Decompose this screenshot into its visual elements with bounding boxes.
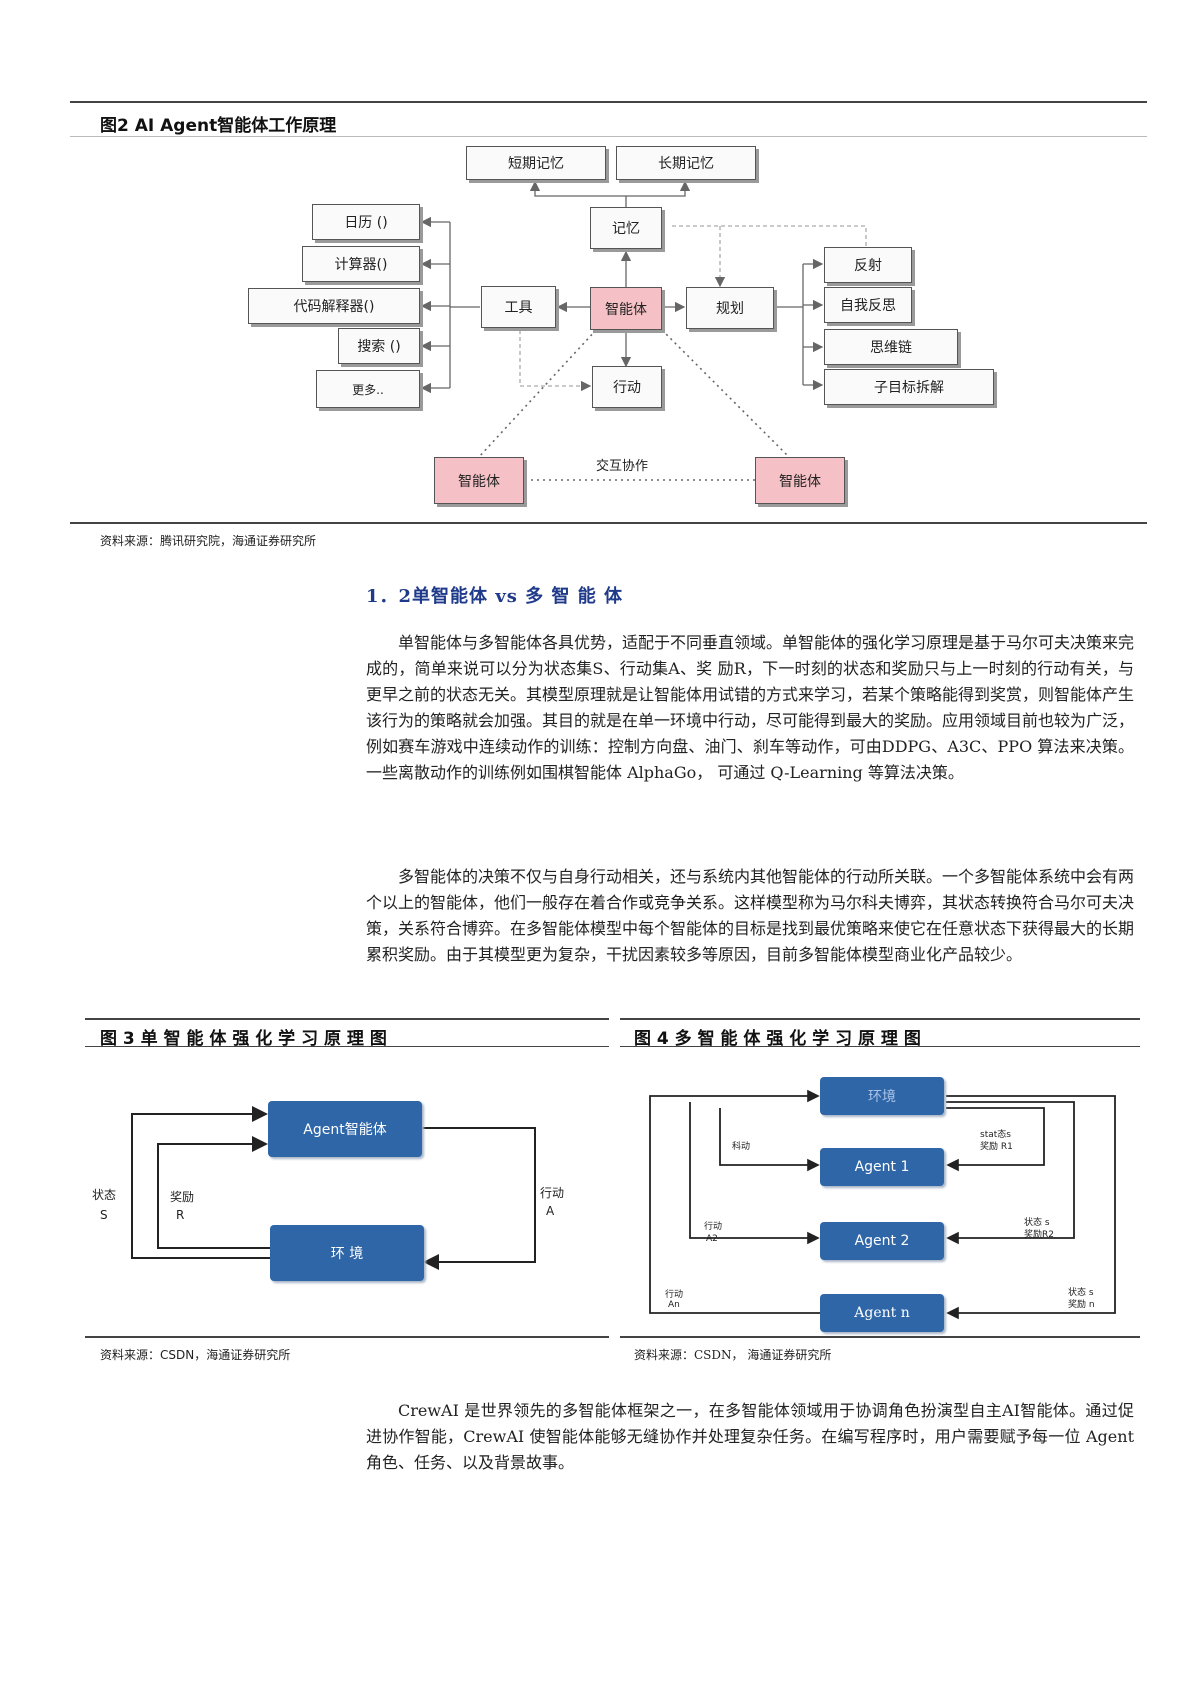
fig3-reward-symbol: R: [176, 1208, 185, 1222]
fig2-bottom-rule: [70, 522, 1147, 524]
calculator-node: 计算器(): [302, 246, 420, 282]
fig4-state1-label: stat态s: [980, 1130, 1011, 1140]
fig3-action-symbol: A: [546, 1204, 555, 1218]
planning-node: 规划: [686, 287, 774, 329]
fig4-title: 图 4 多 智 能 体 强 化 学 习 原 理 图: [634, 1029, 921, 1049]
fig3-state-symbol: S: [100, 1208, 108, 1222]
paragraph-2-text: 多智能体的决策不仅与自身行动相关，还与系统内其他智能体的行动所关联。一个多智能体…: [366, 867, 1135, 964]
section-paragraph-2: 多智能体的决策不仅与自身行动相关，还与系统内其他智能体的行动所关联。一个多智能体…: [366, 864, 1134, 968]
closing-paragraph: CrewAI 是世界领先的多智能体框架之一，在多智能体领域用于协调角色扮演型自主…: [366, 1398, 1134, 1476]
fig2-source: 资料来源：腾讯研究院，海通证券研究所: [100, 534, 317, 548]
agent-right-node: 智能体: [755, 457, 845, 504]
subgoal-node: 子目标拆解: [824, 369, 994, 405]
section-title: 1．2单智能体 vs 多 智 能 体: [366, 586, 623, 607]
fig3-bottom-rule: [85, 1336, 609, 1338]
fig4-title-rule: [620, 1046, 1140, 1047]
fig3-title: 图 3 单 智 能 体 强 化 学 习 原 理 图: [100, 1029, 387, 1049]
code-interpreter-node: 代码解释器(): [248, 288, 420, 324]
action-node: 行动: [592, 366, 662, 408]
fig3-source: 资料来源：CSDN，海通证券研究所: [100, 1348, 291, 1362]
search-node: 搜索 (): [338, 328, 420, 364]
fig3-top-rule: [85, 1018, 609, 1020]
fig3-reward-label: 奖励: [170, 1190, 195, 1204]
agent-center-node: 智能体: [590, 287, 662, 330]
fig3-env-box: 环 境: [270, 1225, 424, 1281]
fig2-top-rule: [70, 101, 1147, 103]
fig3-action-label: 行动: [540, 1186, 565, 1200]
tools-node: 工具: [481, 286, 556, 328]
chain-of-thought-node: 思维链: [824, 329, 958, 365]
fig4-reward2-label: 奖励R2: [1024, 1230, 1054, 1240]
short-memory-node: 短期记忆: [466, 146, 606, 180]
fig4-actionn-label-a: 行动: [665, 1290, 684, 1300]
fig4-agentn-box: Agent n: [820, 1294, 944, 1332]
fig4-action2-label-a: 行动: [704, 1222, 723, 1232]
fig4-bottom-rule: [620, 1336, 1140, 1338]
fig4-agent2-box: Agent 2: [820, 1222, 944, 1260]
fig4-actionn-label-b: An: [668, 1300, 680, 1310]
reflection-node: 反射: [824, 247, 912, 283]
fig4-staten-label: 状态 s: [1068, 1288, 1094, 1298]
agent-left-node: 智能体: [434, 457, 524, 504]
memory-node: 记忆: [590, 207, 662, 249]
fig2-connectors: [420, 180, 867, 481]
fig4-reward1-label: 奖励 R1: [980, 1142, 1013, 1152]
section-paragraph-1: 单智能体与多智能体各具优势，适配于不同垂直领域。单智能体的强化学习原理是基于马尔…: [366, 630, 1134, 786]
paragraph-1-text: 单智能体与多智能体各具优势，适配于不同垂直领域。单智能体的强化学习原理是基于马尔…: [366, 633, 1135, 782]
long-memory-node: 长期记忆: [616, 146, 756, 180]
collaboration-label: 交互协作: [596, 459, 649, 474]
self-critique-node: 自我反思: [824, 287, 912, 323]
closing-paragraph-text: CrewAI 是世界领先的多智能体框架之一，在多智能体领域用于协调角色扮演型自主…: [366, 1401, 1134, 1472]
fig4-action2-label-b: A2: [706, 1234, 718, 1244]
fig4-env-box: 环境: [820, 1077, 944, 1115]
fig4-action1-label: 科动: [732, 1142, 751, 1152]
fig3-agent-box: Agent智能体: [268, 1101, 422, 1157]
fig4-rewardn-label: 奖励 n: [1068, 1300, 1095, 1310]
fig4-source: 资料来源：CSDN， 海通证券研究所: [634, 1348, 832, 1362]
fig3-title-rule: [85, 1046, 609, 1047]
fig2-title-rule: [70, 136, 1147, 137]
fig4-top-rule: [620, 1018, 1140, 1020]
more-node: 更多..: [316, 370, 420, 408]
fig2-title: 图2 AI Agent智能体工作原理: [100, 116, 337, 136]
calendar-node: 日历 (): [312, 204, 420, 240]
fig3-state-label: 状态: [92, 1188, 117, 1202]
fig4-agent1-box: Agent 1: [820, 1148, 944, 1186]
fig4-state2-label: 状态 s: [1024, 1218, 1050, 1228]
